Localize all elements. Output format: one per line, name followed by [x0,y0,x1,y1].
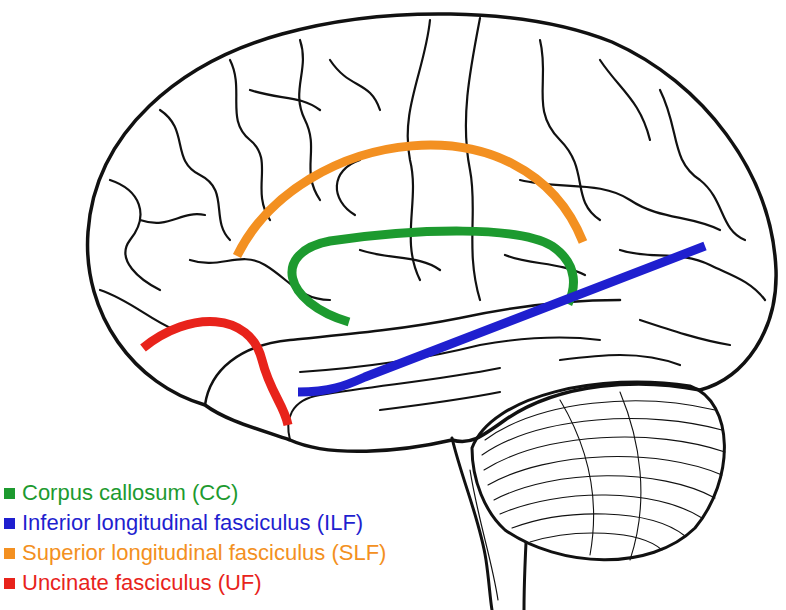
legend-label: Corpus callosum (CC) [22,480,238,506]
legend-label: Uncinate fasciculus (UF) [22,570,262,596]
legend-swatch [4,488,15,499]
legend-label: Superior longitudinal fasciculus (SLF) [22,540,386,566]
legend-label: Inferior longitudinal fasciculus (ILF) [22,510,363,536]
legend-row: Uncinate fasciculus (UF) [4,570,262,596]
legend-swatch [4,578,15,589]
legend-swatch [4,518,15,529]
legend-row: Corpus callosum (CC) [4,480,238,506]
legend-swatch [4,548,15,559]
legend-row: Inferior longitudinal fasciculus (ILF) [4,510,363,536]
legend-row: Superior longitudinal fasciculus (SLF) [4,540,386,566]
